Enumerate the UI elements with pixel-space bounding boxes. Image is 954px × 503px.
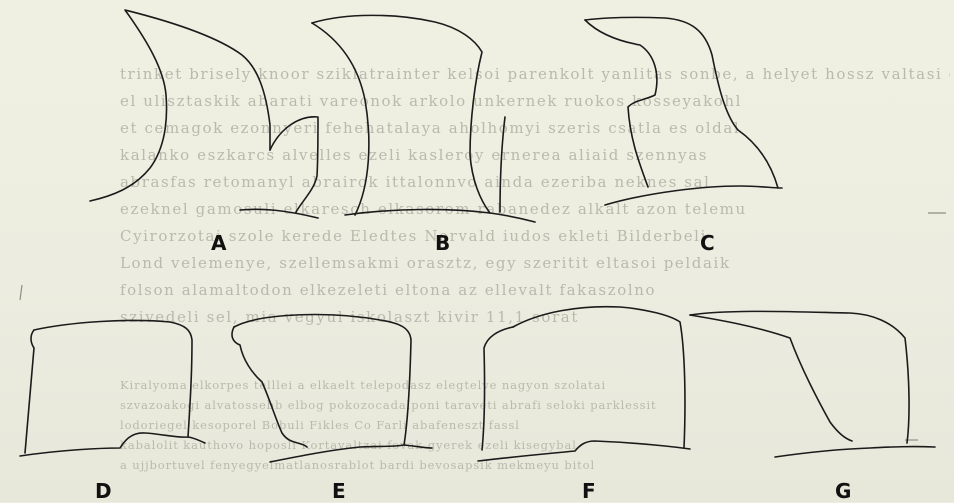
outline-d bbox=[20, 320, 205, 456]
panel-label-c: C bbox=[700, 231, 715, 255]
edge-marks bbox=[20, 213, 946, 440]
panel-label-f: F bbox=[582, 479, 596, 503]
outline-b bbox=[312, 15, 535, 222]
panel-label-g: G bbox=[835, 479, 851, 503]
outline-g bbox=[690, 311, 935, 457]
outline-a bbox=[90, 10, 318, 218]
panel-label-a: A bbox=[211, 231, 226, 255]
panel-label-b: B bbox=[435, 231, 450, 255]
outline-f bbox=[478, 307, 690, 461]
panel-label-d: D bbox=[95, 479, 112, 503]
outline-c bbox=[585, 17, 782, 205]
outline-e bbox=[232, 315, 432, 462]
panel-label-e: E bbox=[332, 479, 346, 503]
